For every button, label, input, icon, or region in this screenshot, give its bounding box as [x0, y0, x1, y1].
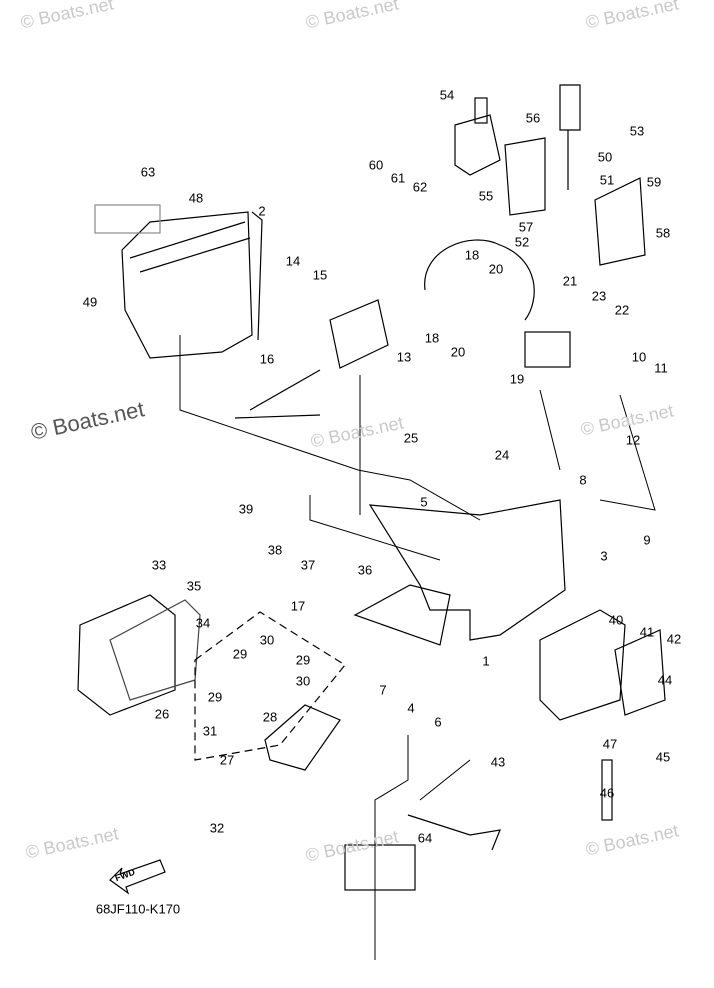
part-label: 1 — [482, 653, 490, 669]
cover-33 — [77, 594, 176, 716]
part-label: 44 — [657, 672, 673, 688]
relay-19 — [524, 331, 571, 368]
part-label: 32 — [209, 820, 225, 836]
label-plate-63 — [94, 204, 161, 234]
part-label: 9 — [643, 532, 651, 548]
plate-59 — [594, 177, 646, 266]
part-label: 58 — [655, 225, 671, 241]
part-label: 5 — [420, 494, 428, 510]
part-label: 34 — [195, 615, 211, 631]
harness-13 — [234, 369, 321, 419]
part-label: 50 — [597, 149, 613, 165]
part-label: 47 — [602, 736, 618, 752]
part-label: 21 — [562, 273, 578, 289]
unit-40 — [539, 609, 626, 721]
spark-plug-cap-50 — [559, 84, 581, 190]
part-label: 24 — [494, 447, 510, 463]
part-label: 27 — [219, 752, 235, 768]
part-label: 57 — [518, 219, 534, 235]
reference-lines — [179, 335, 656, 561]
part-label: 41 — [639, 624, 655, 640]
part-label: 2 — [258, 203, 266, 219]
part-label: 11 — [654, 360, 668, 376]
main-bracket — [368, 499, 566, 641]
part-label: 56 — [525, 110, 541, 126]
part-label: 13 — [396, 349, 412, 365]
cdi-unit — [264, 704, 341, 771]
ignition-coil-54 — [454, 114, 501, 176]
part-label: 29 — [295, 652, 311, 668]
part-label: 26 — [154, 706, 170, 722]
part-label: 52 — [514, 234, 530, 250]
cover-rails — [129, 221, 251, 273]
part-label: 12 — [625, 432, 641, 448]
part-label: 31 — [202, 723, 218, 739]
part-label: 6 — [434, 714, 442, 730]
seal-2 — [251, 211, 263, 341]
part-label: 37 — [300, 557, 316, 573]
part-label: 28 — [262, 709, 278, 725]
part-label: 55 — [478, 188, 494, 204]
part-label: 61 — [390, 170, 406, 186]
part-label: 29 — [207, 689, 223, 705]
part-label: 39 — [238, 501, 254, 517]
part-label: 42 — [666, 631, 682, 647]
part-label: 60 — [368, 157, 384, 173]
part-label: 33 — [151, 557, 167, 573]
part-label: 63 — [140, 164, 156, 180]
tube-46 — [601, 759, 613, 821]
part-label: 8 — [579, 472, 587, 488]
part-label: 23 — [591, 288, 607, 304]
part-label: 45 — [655, 749, 671, 765]
part-label: 46 — [599, 785, 615, 801]
part-label: 17 — [290, 598, 306, 614]
part-label: 18 — [424, 330, 440, 346]
part-label: 7 — [379, 682, 387, 698]
part-label: 18 — [464, 247, 480, 263]
part-label: 36 — [357, 562, 373, 578]
group-26 — [194, 611, 346, 761]
battery — [344, 844, 416, 891]
part-label: 3 — [600, 548, 608, 564]
part-label: 40 — [608, 612, 624, 628]
part-label: 14 — [285, 253, 301, 269]
cover-48 — [121, 211, 253, 359]
part-label: 15 — [312, 267, 328, 283]
plate-17 — [353, 584, 451, 646]
part-label: 22 — [614, 302, 630, 318]
part-label: 10 — [631, 349, 647, 365]
part-label: 62 — [412, 179, 428, 195]
part-label: 30 — [259, 632, 275, 648]
rectifier-13 — [329, 299, 389, 369]
part-label: 30 — [295, 673, 311, 689]
part-label: 4 — [407, 700, 415, 716]
part-label: 20 — [488, 261, 504, 277]
reference-lines-2 — [374, 735, 471, 960]
wire-21 — [424, 239, 535, 321]
part-label: 16 — [259, 351, 275, 367]
coil-top — [474, 97, 488, 124]
diagram-code: 68JF110-K170 — [95, 901, 181, 917]
bracket-55 — [504, 137, 546, 216]
part-label: 54 — [439, 87, 455, 103]
part-label: 35 — [186, 578, 202, 594]
part-label: 49 — [82, 294, 98, 310]
cable-64 — [407, 814, 501, 851]
part-label: 29 — [232, 646, 248, 662]
part-label: 48 — [188, 190, 204, 206]
part-label: 43 — [490, 754, 506, 770]
part-label: 53 — [629, 123, 645, 139]
part-label: 51 — [599, 172, 615, 188]
part-label: 20 — [450, 344, 466, 360]
gasket-35 — [109, 599, 201, 701]
part-label: 25 — [403, 430, 419, 446]
part-label: 64 — [417, 830, 433, 846]
part-label: 38 — [267, 542, 283, 558]
cover-42 — [614, 629, 666, 716]
part-label: 59 — [646, 174, 662, 190]
fwd-arrow-icon — [109, 859, 166, 895]
part-label: 19 — [509, 371, 525, 387]
